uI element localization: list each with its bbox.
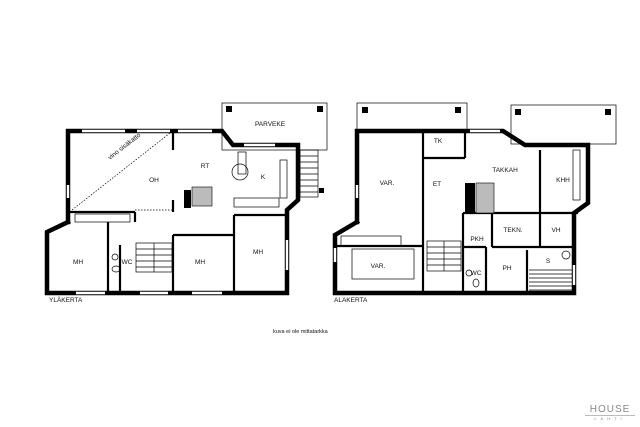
room-label-pkh: PKH	[470, 236, 484, 243]
sauna-bench	[529, 269, 572, 291]
outdoor-stairs	[299, 149, 319, 198]
room-label-wc: WC	[122, 259, 133, 266]
logo-line1: HOUSE	[585, 405, 635, 416]
house-lahti-logo: HOUSE LAHTI	[585, 405, 635, 421]
room-label-var: VAR.	[371, 263, 386, 270]
room-label-wc: WC	[471, 270, 482, 277]
room-label-tekn: TEKN.	[503, 227, 522, 234]
scale-disclaimer: kuva ei ole mittatarkka	[273, 329, 328, 335]
lower-outer-walls	[332, 128, 591, 296]
room-label-tk: TK	[434, 138, 443, 145]
lower-floor-title: ALAKERTA	[334, 297, 368, 304]
room-label-rt: RT	[201, 163, 210, 170]
balcony	[221, 102, 328, 151]
upper-floor-plan: OH RT K PARVEKE MH MH MH WC vino sisäkat…	[44, 102, 328, 304]
room-label-parveke: PARVEKE	[255, 121, 286, 128]
fireplace	[191, 186, 213, 207]
room-label-vh: VH	[551, 227, 560, 234]
logo-line2: LAHTI	[594, 416, 626, 421]
kitchen-counter	[233, 197, 280, 208]
indoor-stairs	[135, 242, 173, 273]
room-label-takkah: TAKKAH	[492, 167, 518, 174]
room-label-ph: PH	[502, 265, 511, 272]
indoor-stairs	[426, 240, 462, 272]
diagonal-ceiling-note: vino sisäkatto	[107, 132, 143, 162]
terrace	[356, 102, 468, 132]
room-label-mh: MH	[195, 259, 205, 266]
terrace	[510, 104, 617, 145]
room-label-et: ET	[433, 181, 441, 188]
room-label-mh: MH	[73, 259, 83, 266]
room-label-k: K	[261, 174, 266, 181]
room-label-mh: MH	[253, 249, 263, 256]
spiral-stair	[231, 163, 249, 181]
upper-floor-title: YLÄKERTA	[49, 296, 83, 304]
room-label-var: VAR.	[380, 180, 395, 187]
room-label-s: S	[546, 258, 551, 265]
lower-floor-plan: VAR. VAR. TK ET TAKKAH KHH PKH TEKN. VH …	[332, 102, 617, 304]
room-label-khh: KHH	[556, 177, 570, 184]
room-label-oh: OH	[149, 177, 159, 184]
upper-outer-walls	[44, 128, 301, 296]
